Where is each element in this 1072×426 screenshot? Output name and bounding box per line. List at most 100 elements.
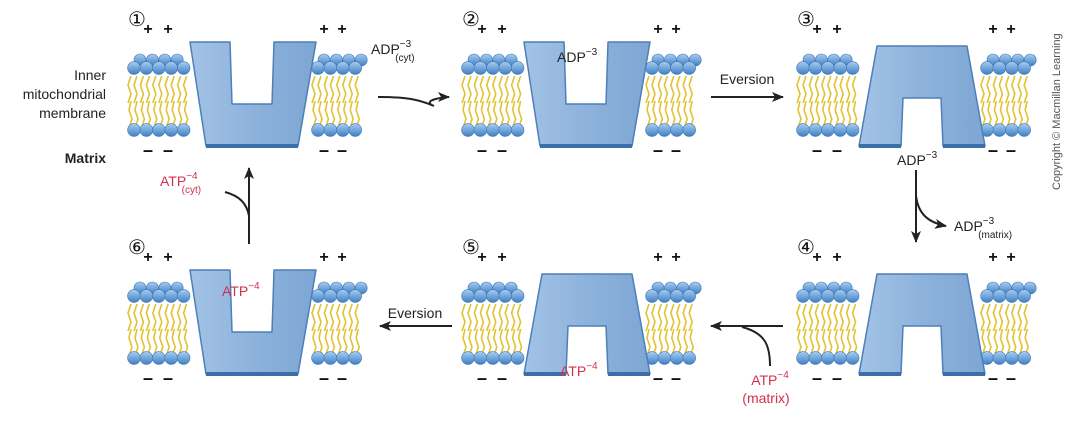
panel-3: ++++––––③ bbox=[796, 9, 1037, 160]
lipid-tail bbox=[986, 75, 991, 104]
lipid bbox=[335, 61, 350, 137]
lipid bbox=[992, 289, 1007, 365]
lipid-head bbox=[510, 289, 525, 303]
lipid-tail bbox=[1010, 75, 1016, 104]
lipid-tail bbox=[839, 303, 845, 332]
lipid-head bbox=[498, 61, 512, 75]
lipid-tail bbox=[675, 75, 681, 104]
lipid-head bbox=[682, 123, 696, 137]
lipid-tail bbox=[145, 303, 151, 332]
plus-sign: + bbox=[832, 21, 841, 38]
minus-sign: – bbox=[1006, 368, 1016, 388]
lipid-head bbox=[670, 61, 684, 75]
lipid-tail bbox=[651, 303, 656, 332]
lipid-head bbox=[461, 61, 475, 75]
lipid-head bbox=[486, 351, 500, 365]
arrow-2-to-3: Eversion bbox=[711, 71, 784, 102]
lipid-head bbox=[498, 289, 512, 303]
lipid bbox=[510, 289, 525, 365]
lipid bbox=[335, 289, 350, 365]
lipid bbox=[176, 289, 191, 365]
lipid bbox=[833, 289, 847, 365]
lipid-tail bbox=[311, 303, 316, 332]
lipid-head bbox=[645, 289, 659, 303]
lipid bbox=[682, 61, 696, 137]
lipid-tail bbox=[682, 303, 688, 332]
lipid-head bbox=[336, 123, 350, 137]
membrane-label-line1: Inner bbox=[74, 67, 106, 83]
arrow-6-to-1-label: ATP−4(cyt) bbox=[160, 171, 201, 196]
lipid-tail bbox=[845, 75, 851, 104]
lipid-tail bbox=[802, 75, 807, 104]
minus-sign: – bbox=[497, 140, 507, 160]
lipid-head bbox=[176, 61, 191, 75]
panel-6: ++++––––⑥ bbox=[127, 237, 368, 388]
lipid-tail bbox=[980, 303, 985, 332]
lipid-tail bbox=[348, 75, 354, 104]
lipid-tail bbox=[323, 303, 329, 332]
lipid-tail bbox=[826, 75, 832, 104]
lipid bbox=[176, 61, 191, 137]
lipid bbox=[992, 61, 1007, 137]
lipid-tail bbox=[329, 303, 335, 332]
lipid-tail bbox=[516, 75, 522, 104]
plus-sign: + bbox=[163, 21, 172, 38]
arrow-1-to-2-label: ADP−3(cyt) bbox=[371, 39, 415, 64]
lipid-head bbox=[682, 61, 696, 75]
minus-sign: – bbox=[653, 368, 663, 388]
lipid-tail bbox=[820, 75, 826, 104]
lipid-head bbox=[1017, 123, 1031, 137]
lipid-head bbox=[510, 61, 525, 75]
lipid-tail bbox=[1017, 303, 1023, 332]
lipid-head bbox=[473, 351, 488, 365]
lipid-head bbox=[323, 351, 338, 365]
lipid-tail bbox=[845, 303, 851, 332]
lipid-tail bbox=[510, 75, 516, 104]
lipid-tail bbox=[182, 303, 188, 332]
lipid-head bbox=[176, 123, 191, 137]
lipid-tail bbox=[170, 75, 176, 104]
lipid bbox=[980, 289, 994, 365]
lipid-tail bbox=[657, 303, 663, 332]
lipid-head bbox=[164, 351, 178, 365]
lipid-head bbox=[152, 351, 166, 365]
lipid-tail bbox=[808, 75, 814, 104]
lipid-tail bbox=[335, 303, 341, 332]
lipid-tail bbox=[479, 303, 485, 332]
lipid-head bbox=[323, 123, 338, 137]
lipid-head bbox=[486, 61, 500, 75]
lipid-tail bbox=[151, 303, 157, 332]
lipid-head bbox=[348, 123, 362, 137]
lipid-head bbox=[127, 351, 141, 365]
lipid-head bbox=[311, 351, 325, 365]
lipid-head bbox=[311, 123, 325, 137]
minus-sign: – bbox=[163, 368, 173, 388]
lipid-head bbox=[139, 351, 154, 365]
lipid-tail bbox=[127, 303, 132, 332]
panel-4: ++++––––④ bbox=[796, 237, 1037, 388]
lipid-head bbox=[657, 123, 672, 137]
lipid bbox=[151, 61, 166, 137]
lipid bbox=[669, 289, 684, 365]
lipid-head bbox=[992, 289, 1007, 303]
minus-sign: – bbox=[832, 368, 842, 388]
lipid-head bbox=[833, 289, 847, 303]
plus-sign: + bbox=[143, 21, 152, 38]
copyright-text: Copyright © Macmillan Learning bbox=[1051, 33, 1063, 190]
arrow-5-to-6-label: Eversion bbox=[388, 305, 442, 321]
lipid-tail bbox=[504, 75, 510, 104]
lipid-tail bbox=[992, 303, 998, 332]
lipid-head bbox=[461, 351, 475, 365]
lipid-head bbox=[833, 123, 847, 137]
lipid-tail bbox=[980, 75, 985, 104]
plus-sign: + bbox=[988, 249, 997, 266]
lipid bbox=[498, 289, 512, 365]
lipid-tail bbox=[341, 75, 347, 104]
lipid-tail bbox=[498, 75, 504, 104]
arrow-4-to-5-branch bbox=[741, 326, 771, 367]
plus-sign: + bbox=[319, 21, 328, 38]
panel-number: ⑤ bbox=[462, 237, 480, 259]
lipid-tail bbox=[133, 303, 138, 332]
lipid-head bbox=[348, 289, 362, 303]
lipid-head bbox=[139, 123, 154, 137]
